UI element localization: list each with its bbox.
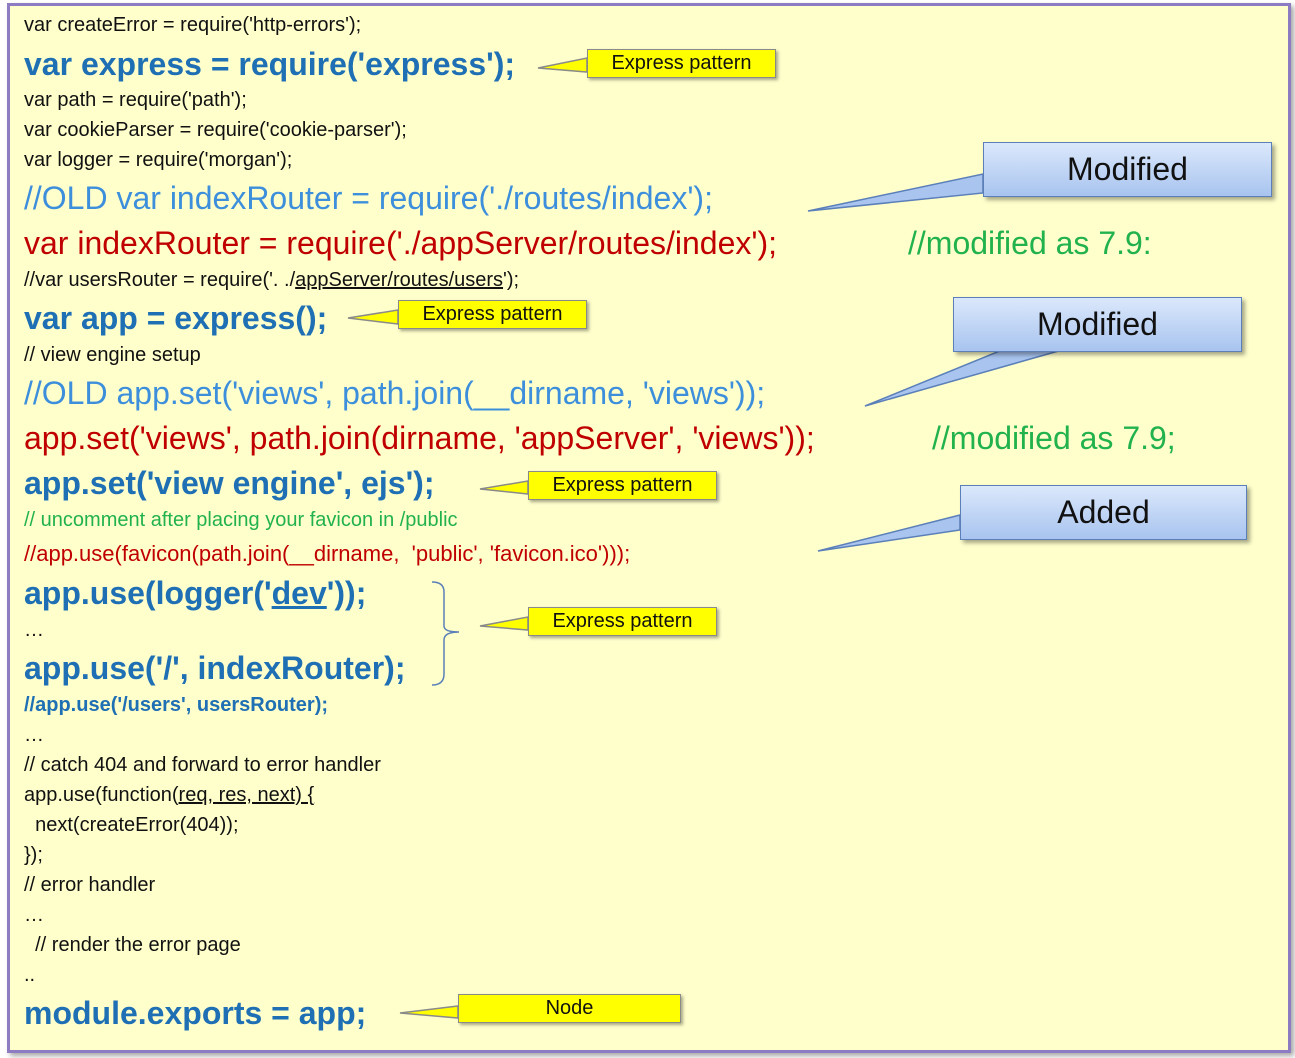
tag-pointer-5 <box>399 1005 459 1019</box>
code-fragment: app.use(function( <box>24 784 179 806</box>
code-line: //var usersRouter = require('. ./appServ… <box>24 270 519 290</box>
code-line-old: //OLD var indexRouter = require('./route… <box>24 180 713 216</box>
code-line-modified: var indexRouter = require('./appServer/r… <box>24 225 778 261</box>
code-line: // catch 404 and forward to error handle… <box>24 754 381 776</box>
code-line: var logger = require('morgan'); <box>24 149 293 171</box>
code-line: next(createError(404)); <box>24 814 239 836</box>
code-line: var createError = require('http-errors')… <box>24 14 362 36</box>
code-fragment: dev <box>271 575 327 611</box>
code-line-view-engine: app.set('view engine', ejs'); <box>24 465 435 501</box>
express-pattern-tag: Express pattern <box>528 471 717 500</box>
code-line: }); <box>24 844 43 866</box>
code-ellipsis: … <box>24 619 44 641</box>
brace <box>431 581 460 686</box>
added-callout: Added <box>960 485 1247 540</box>
code-line-old: //OLD app.set('views', path.join(__dirna… <box>24 375 766 411</box>
code-line-express-app: var app = express(); <box>24 300 328 336</box>
modified-comment: //modified as 7.9; <box>932 420 1176 456</box>
modified-comment: //modified as 7.9: <box>908 225 1152 261</box>
code-fragment: appServer/routes/users <box>295 269 504 291</box>
tag-pointer-4 <box>479 616 529 631</box>
code-ellipsis: … <box>24 724 44 746</box>
node-tag: Node <box>458 994 681 1023</box>
express-pattern-tag: Express pattern <box>398 300 587 329</box>
code-line: var cookieParser = require('cookie-parse… <box>24 119 407 141</box>
express-pattern-tag: Express pattern <box>528 607 717 636</box>
code-fragment: ')); <box>326 575 367 611</box>
code-fragment: app.use(logger(' <box>24 575 272 611</box>
code-line-added: //app.use(favicon(path.join(__dirname, '… <box>24 541 631 566</box>
code-line-module-exports: module.exports = app; <box>24 995 367 1031</box>
modified-callout: Modified <box>953 297 1242 352</box>
modified-pointer-1 <box>807 173 984 212</box>
code-fragment: //var usersRouter = require('. ./ <box>24 269 296 291</box>
express-pattern-tag: Express pattern <box>587 49 776 78</box>
code-line: // error handler <box>24 874 156 896</box>
tag-pointer-3 <box>479 480 529 495</box>
tag-pointer-1 <box>537 57 588 73</box>
code-fragment: '); <box>503 269 520 291</box>
code-line: var path = require('path'); <box>24 89 247 111</box>
modified-callout: Modified <box>983 142 1272 197</box>
tag-pointer-2 <box>347 309 399 325</box>
code-line-modified: app.set('views', path.join(dirname, 'app… <box>24 420 815 456</box>
code-line-index-router: app.use('/', indexRouter); <box>24 650 406 686</box>
modified-pointer-2 <box>864 349 1063 407</box>
code-ellipsis: … <box>24 904 44 926</box>
code-line-users-router: //app.use('/users', usersRouter); <box>24 694 329 716</box>
code-line-comment: // uncomment after placing your favicon … <box>24 509 458 531</box>
code-line: // view engine setup <box>24 344 201 366</box>
added-pointer <box>817 514 961 552</box>
code-ellipsis: .. <box>24 964 36 986</box>
code-line: // render the error page <box>24 934 241 956</box>
code-fragment: req, res, next) { <box>178 784 315 806</box>
code-line: app.use(function(req, res, next) { <box>24 785 314 805</box>
code-line-express-require: var express = require('express'); <box>24 46 516 82</box>
code-line-logger: app.use(logger('dev')); <box>24 577 366 609</box>
